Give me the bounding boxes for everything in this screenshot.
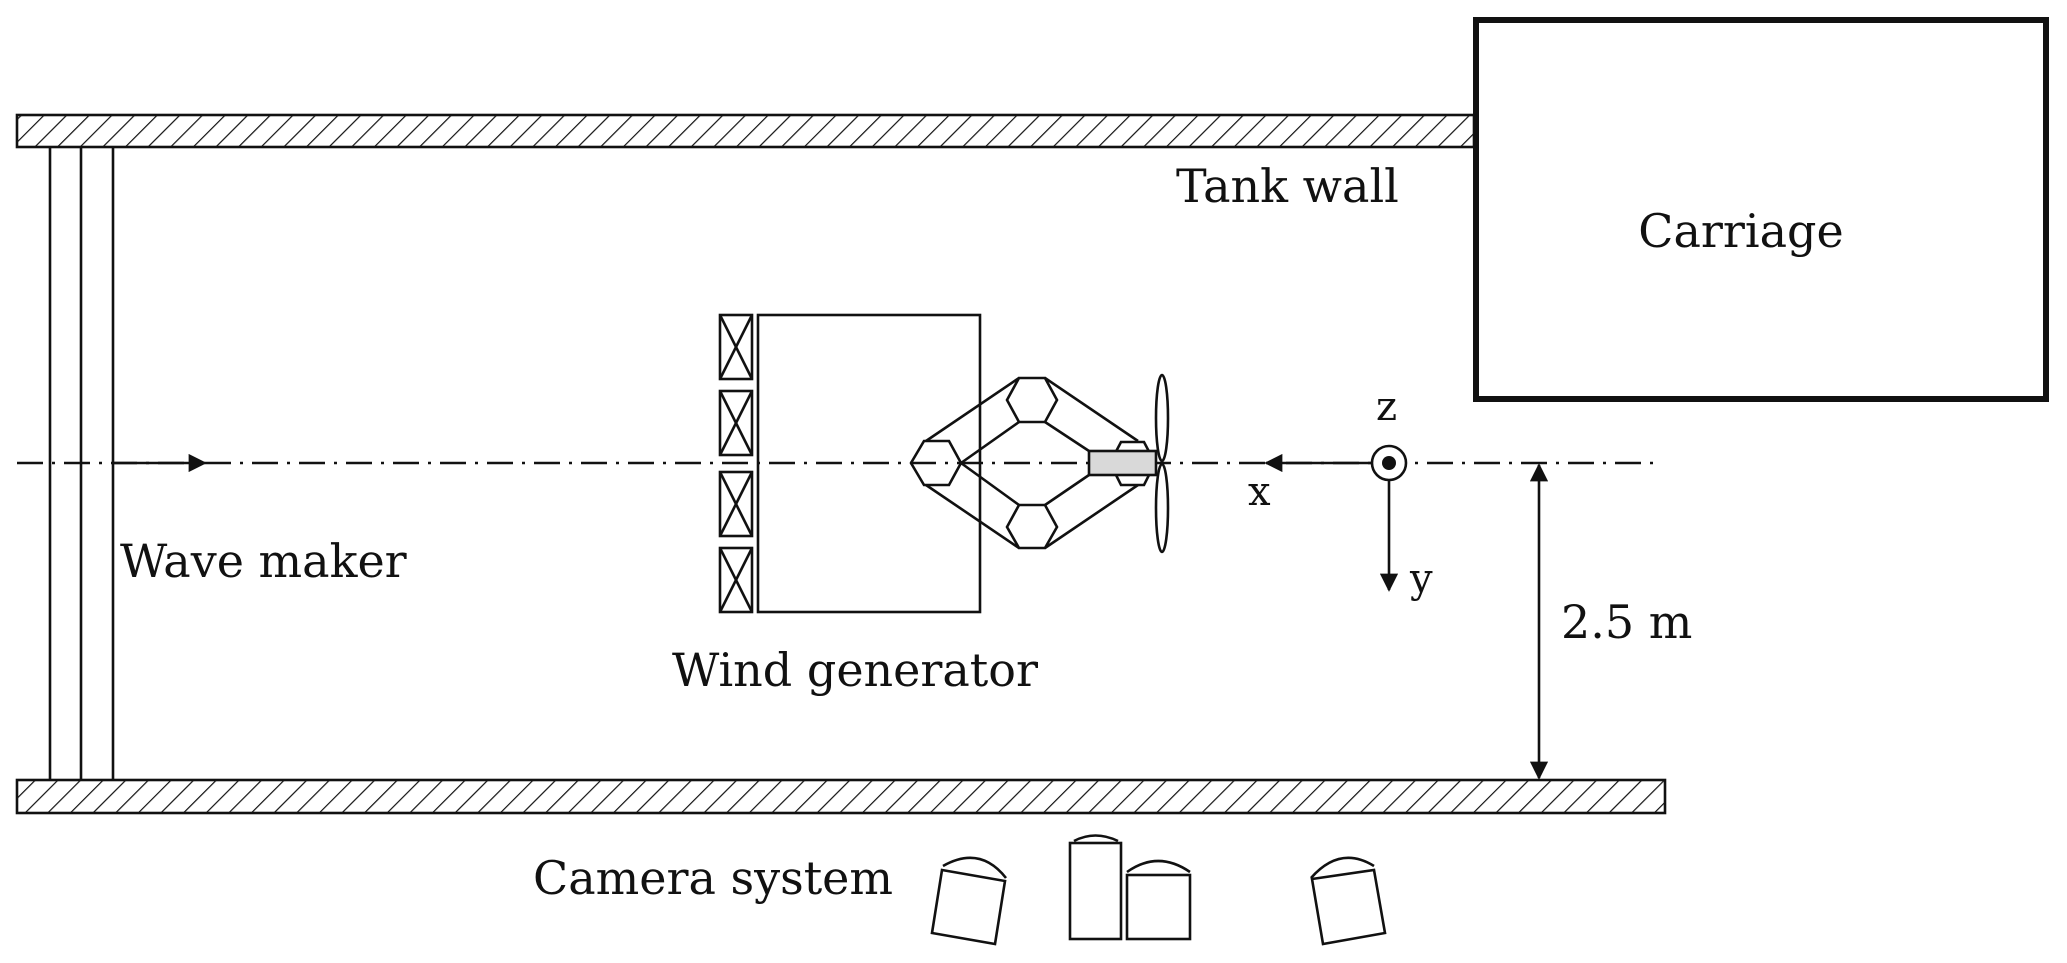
fan-unit: [718, 470, 754, 538]
rotor: [1154, 373, 1170, 554]
fan-unit: [718, 546, 754, 614]
tank-wall-label: Tank wall: [1176, 159, 1399, 213]
pontoon-bottom: [1005, 503, 1059, 550]
pontoon-left: [909, 439, 963, 487]
floating-wind-turbine: [909, 376, 1158, 550]
fan-units: [718, 313, 754, 614]
carriage-label: Carriage: [1638, 204, 1843, 258]
camera-system-label: Camera system: [533, 851, 893, 905]
fan-unit: [718, 313, 754, 381]
camera: [1310, 856, 1387, 946]
dimension-2-5m: 2.5 m: [1529, 463, 1692, 780]
wind-generator: [756, 313, 982, 614]
camera: [1068, 834, 1123, 941]
coordinate-system: x y z: [1248, 384, 1433, 602]
tank-wall-bottom: [15, 778, 1667, 815]
pontoon-top: [1005, 376, 1059, 424]
nacelle: [1087, 449, 1158, 477]
camera: [930, 856, 1008, 946]
wind-generator-label: Wind generator: [672, 643, 1038, 697]
axis-y-label: y: [1409, 556, 1433, 602]
fan-unit: [718, 389, 754, 457]
tank-wall-top: [15, 113, 1476, 149]
carriage: [1473, 17, 2049, 402]
dimension-label: 2.5 m: [1561, 595, 1692, 649]
wave-maker-label: Wave maker: [120, 534, 407, 588]
camera-system: [930, 834, 1387, 946]
axis-z-label: z: [1376, 384, 1397, 430]
axis-x-label: x: [1248, 469, 1271, 515]
camera: [1125, 859, 1192, 941]
